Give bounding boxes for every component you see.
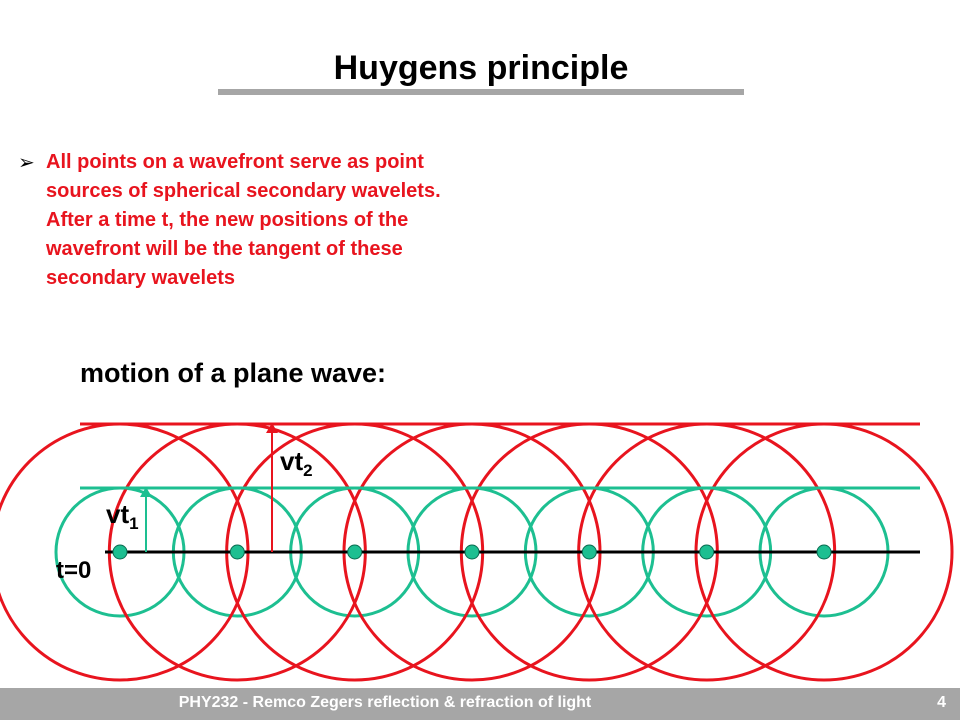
t0-label: t=0 (56, 557, 91, 584)
plane-wave-subtitle: motion of a plane wave: (80, 358, 387, 388)
huygens-diagram: vt2 vt1 t=0 (0, 422, 954, 682)
source-point (699, 544, 715, 560)
footer-text: PHY232 - Remco Zegers reflection & refra… (178, 694, 592, 711)
source-point (112, 544, 128, 560)
source-points-group (112, 544, 832, 560)
slide-title: Huygens principle (333, 49, 629, 87)
title-underline (218, 89, 744, 95)
source-point (816, 544, 832, 560)
footer-bar: PHY232 - Remco Zegers reflection & refra… (0, 688, 960, 720)
vt2-arrowhead (266, 423, 278, 433)
source-point (581, 544, 597, 560)
vt1-label: vt1 (106, 499, 139, 533)
arrow-bullet-icon: ➢ (18, 150, 35, 174)
source-point (229, 544, 245, 560)
bullet-text: All points on a wavefront serve as point… (46, 151, 441, 289)
source-point (347, 544, 363, 560)
vt1-arrowhead (140, 487, 152, 497)
vt2-label: vt2 (280, 446, 313, 480)
source-point (464, 544, 480, 560)
page-number: 4 (937, 694, 946, 711)
